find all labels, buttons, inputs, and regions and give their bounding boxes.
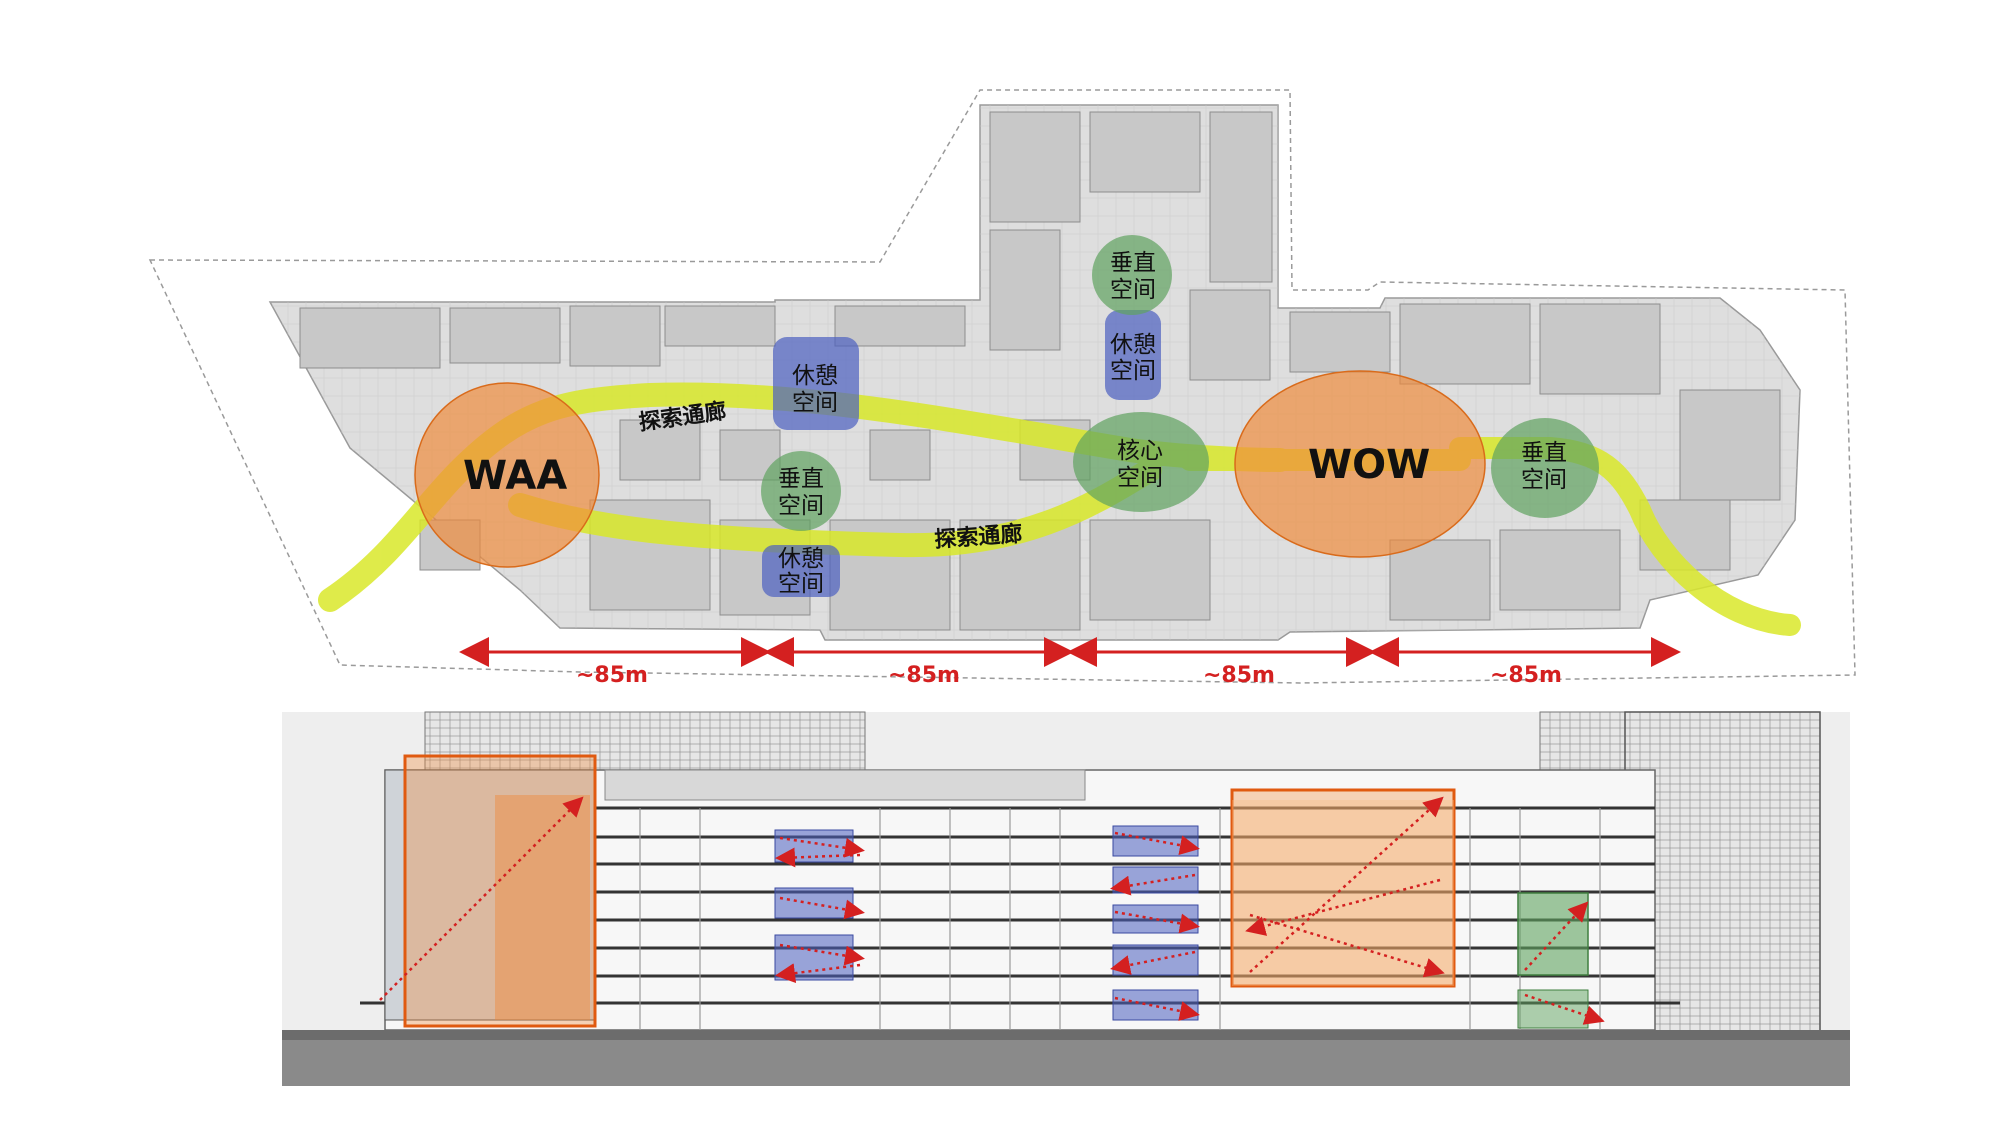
waa-glass-facade <box>384 769 596 1021</box>
rest-node-bottom <box>762 545 840 597</box>
core-line2: 空间 <box>1117 465 1163 491</box>
circulation-arrows <box>379 796 1605 1025</box>
rest-mid-line2: 空间 <box>1110 358 1156 384</box>
vertical-right-line2: 空间 <box>1521 467 1567 493</box>
vertical-left-line1: 垂直 <box>778 466 824 492</box>
dimension-label-3: ~85m <box>1203 663 1275 688</box>
corridor-label-lower: 探索通廊 <box>934 521 1024 553</box>
rest-nodes <box>762 310 1161 597</box>
rest-top-line1: 休憩 <box>792 363 838 389</box>
core-node-center <box>1073 412 1209 512</box>
rest-bottom-line2: 空间 <box>778 571 824 597</box>
vertical-node-top <box>1092 235 1172 315</box>
green-core-box <box>1517 892 1589 976</box>
vertical-top-line2: 空间 <box>1110 277 1156 303</box>
wow-atrium-frame <box>1230 788 1456 988</box>
rest-node-top <box>773 337 859 430</box>
vertical-top-line1: 垂直 <box>1110 250 1156 276</box>
waa-label: WAA <box>463 453 567 499</box>
void-boxes-left <box>774 829 854 981</box>
wow-label: WOW <box>1308 442 1430 488</box>
rest-node-mid <box>1105 310 1161 400</box>
dimension-label-2: ~85m <box>888 663 960 688</box>
vertical-node-right <box>1491 418 1599 518</box>
zone-wow <box>1234 370 1486 558</box>
dimension-label-1: ~85m <box>576 663 648 688</box>
void-boxes-center <box>1112 825 1199 1021</box>
anchor-zones <box>414 370 1486 568</box>
site-boundary <box>148 89 1856 684</box>
core-nodes <box>761 235 1599 531</box>
zone-waa <box>414 382 600 568</box>
vertical-right-line1: 垂直 <box>1521 440 1567 466</box>
core-line1: 核心 <box>1117 438 1163 464</box>
rest-top-line2: 空间 <box>792 390 838 416</box>
site-plan: WAA WOW 休憩 空间 垂直 空间 休憩 空间 垂直 空间 休憩 空间 <box>148 89 1856 688</box>
rest-bottom-line1: 休憩 <box>778 546 824 572</box>
vertical-left-line2: 空间 <box>778 493 824 519</box>
rest-mid-line1: 休憩 <box>1110 332 1156 358</box>
dimension-label-4: ~85m <box>1490 663 1562 688</box>
building-section <box>282 711 1850 1086</box>
plan-rooms <box>299 111 1781 631</box>
vertical-node-left <box>761 451 841 531</box>
